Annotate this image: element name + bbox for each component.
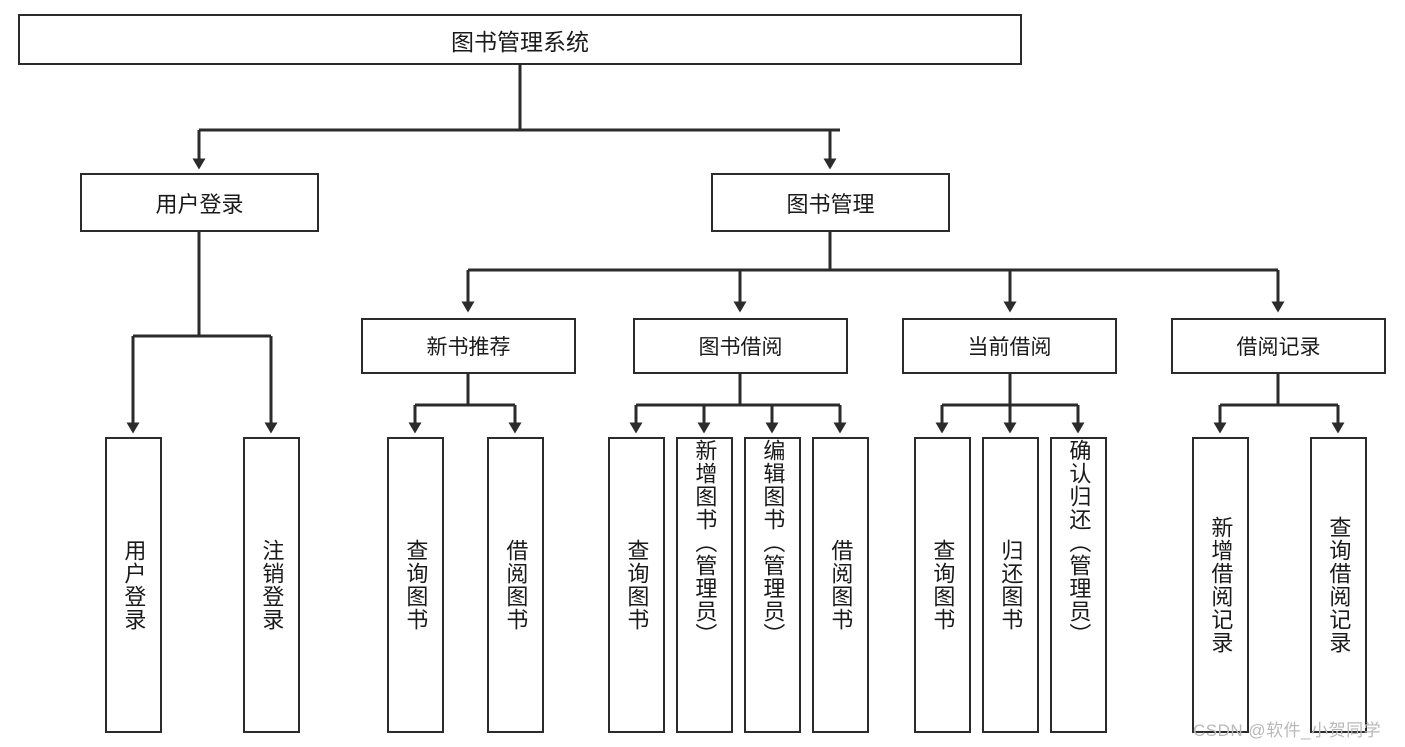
csdn-watermark: CSDN @软件_小贺同学	[1193, 716, 1381, 741]
node-leaf-query-borrow-record[interactable]: 查询借阅记录	[1310, 437, 1367, 733]
node-book-management[interactable]: 图书管理	[711, 173, 950, 232]
node-leaf-borrow-book-recommend[interactable]: 借阅图书	[487, 437, 544, 733]
node-label: 用户登录	[155, 191, 244, 217]
node-user-login[interactable]: 用户登录	[80, 173, 319, 232]
node-leaf-return-book[interactable]: 归还图书	[982, 437, 1039, 733]
node-label: 注销登录	[259, 539, 285, 631]
node-label: 查询图书	[624, 539, 650, 631]
node-label: 归还图书	[998, 539, 1024, 631]
node-label: 查询图书	[930, 539, 956, 631]
node-borrow-records[interactable]: 借阅记录	[1171, 318, 1386, 374]
node-label: 图书管理	[786, 191, 875, 217]
node-leaf-query-book-borrow[interactable]: 查询图书	[608, 437, 665, 733]
node-label: 借阅记录	[1236, 336, 1321, 359]
node-label: 新增借阅记录	[1208, 516, 1234, 654]
node-leaf-confirm-return-admin[interactable]: 确认归还（管理员）	[1050, 437, 1107, 733]
node-leaf-add-book-admin[interactable]: 新增图书（管理员）	[676, 437, 733, 733]
node-leaf-logout[interactable]: 注销登录	[243, 437, 300, 733]
node-label: 当前借阅	[967, 336, 1052, 359]
node-leaf-borrow-book[interactable]: 借阅图书	[812, 437, 869, 733]
node-label: 借阅图书	[828, 539, 854, 631]
node-label: 借阅图书	[503, 539, 529, 631]
node-root-book-management-system[interactable]: 图书管理系统	[18, 14, 1022, 65]
node-label: 查询图书	[403, 539, 429, 631]
node-label: 确认归还（管理员）	[1066, 439, 1092, 646]
node-current-borrow[interactable]: 当前借阅	[902, 318, 1117, 374]
node-label: 查询借阅记录	[1326, 516, 1352, 654]
node-label: 用户登录	[121, 539, 147, 631]
node-label: 新增图书（管理员）	[692, 439, 718, 646]
node-leaf-user-login[interactable]: 用户登录	[105, 437, 162, 733]
node-label: 图书管理系统	[451, 28, 589, 55]
node-label: 图书借阅	[698, 336, 783, 359]
node-book-borrow[interactable]: 图书借阅	[633, 318, 848, 374]
node-label: 编辑图书（管理员）	[760, 439, 786, 646]
node-leaf-query-book-recommend[interactable]: 查询图书	[387, 437, 444, 733]
node-leaf-query-book-current[interactable]: 查询图书	[914, 437, 971, 733]
watermark-text: CSDN @软件_小贺同学	[1193, 721, 1382, 740]
node-label: 新书推荐	[426, 336, 511, 359]
node-leaf-edit-book-admin[interactable]: 编辑图书（管理员）	[744, 437, 801, 733]
node-new-book-recommend[interactable]: 新书推荐	[361, 318, 576, 374]
node-leaf-add-borrow-record[interactable]: 新增借阅记录	[1192, 437, 1249, 733]
